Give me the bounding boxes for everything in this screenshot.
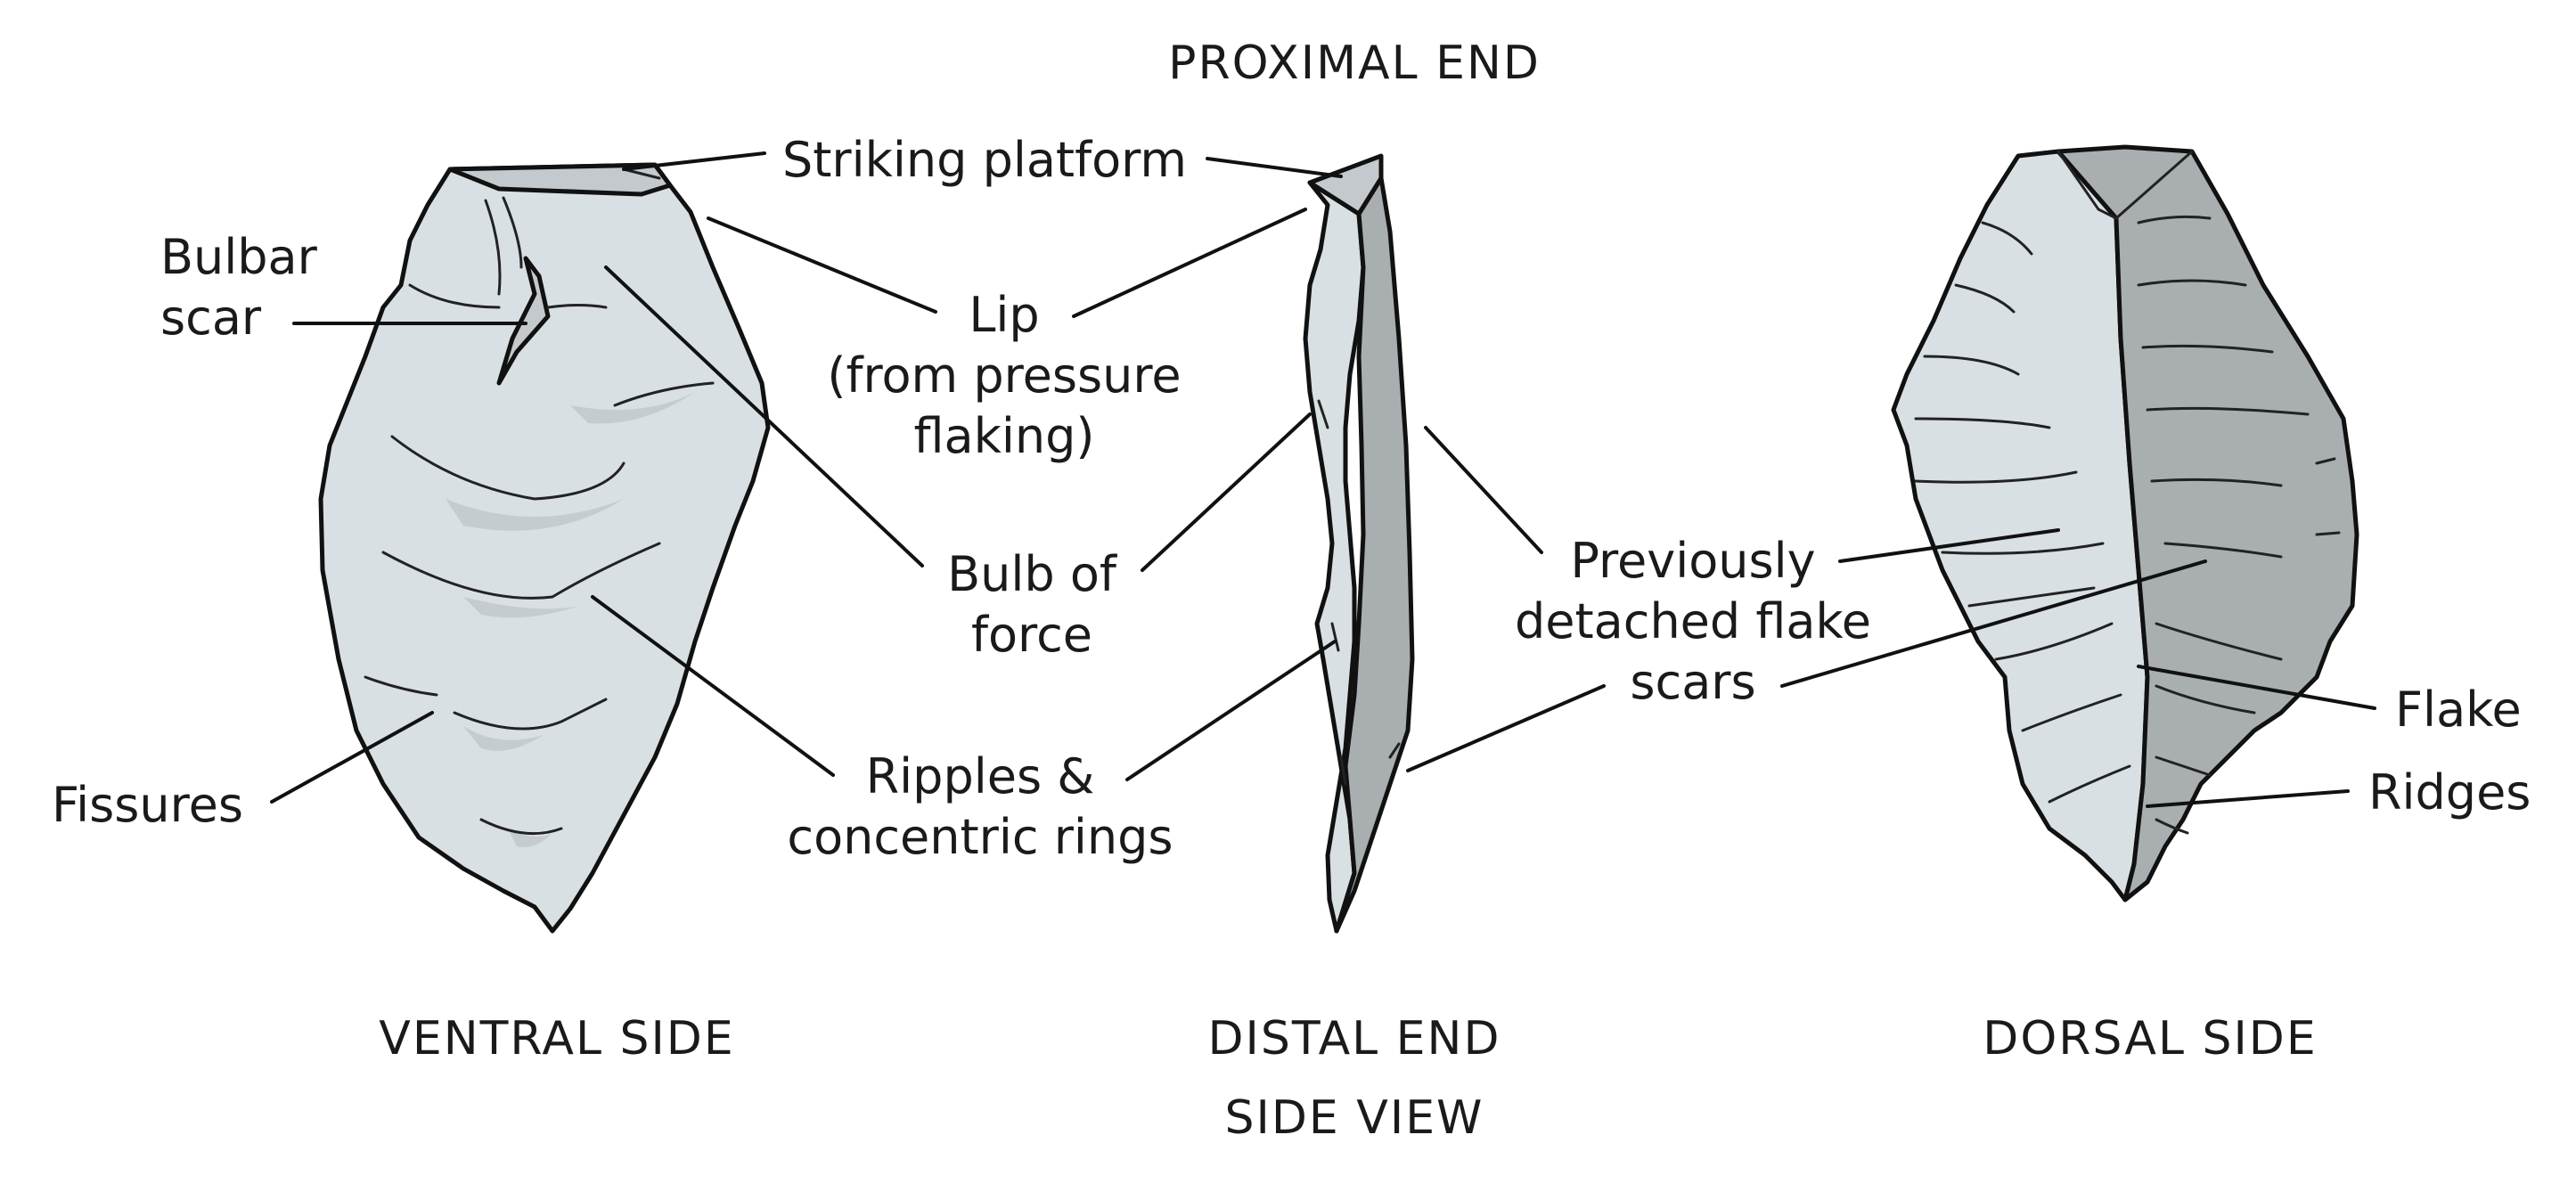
ripple-shade-1	[570, 392, 695, 424]
label-ripples-line1: Ripples &	[866, 748, 1095, 804]
dorsal-dark-face	[2056, 144, 2359, 902]
ventral-side-flake	[318, 162, 771, 934]
side-view-flake	[1303, 153, 1415, 934]
dorsal-striation	[2155, 755, 2212, 777]
dorsal-striation	[1914, 417, 2051, 429]
side-view-dorsal-face	[1334, 176, 1415, 934]
label-previously-detached-line1: Previously	[1570, 533, 1815, 589]
dorsal-striation	[1967, 586, 2096, 608]
ripple-shade-4	[463, 726, 544, 751]
ventral-line	[390, 435, 626, 501]
side-line	[1317, 399, 1329, 429]
dorsal-light-face	[1891, 149, 2150, 902]
leader-previous-scar-side-bottom	[1406, 684, 1606, 772]
dorsal-striation	[1941, 542, 2105, 555]
leader-fissures	[270, 711, 434, 804]
label-ridges: Ridges	[2368, 764, 2531, 821]
leader-lip-ventral	[707, 216, 937, 314]
dorsal-striation	[2315, 531, 2341, 536]
dorsal-striation	[2150, 478, 2283, 487]
ventral-line	[502, 196, 523, 269]
leader-striking-platform-side	[1206, 157, 1343, 178]
label-lip-line2: (from pressure	[827, 347, 1181, 404]
label-fissures: Fissures	[52, 777, 243, 833]
dorsal-striation	[1914, 470, 2078, 484]
label-lip-line1: Lip	[969, 287, 1039, 343]
dorsal-striation	[2155, 622, 2283, 661]
caption-dorsal-side: DORSAL SIDE	[1983, 1012, 2317, 1065]
ventral-line	[381, 542, 661, 600]
leader-striking-platform-ventral	[622, 151, 766, 171]
dorsal-striation	[2137, 215, 2212, 225]
side-line	[1330, 622, 1340, 652]
dorsal-striation	[2146, 406, 2310, 416]
side-line	[1388, 742, 1401, 759]
labels: Striking platform Bulbar scar Lip (from …	[52, 132, 2531, 865]
label-bulb-of-force-line2: force	[971, 607, 1092, 663]
ventral-flake-body	[318, 162, 771, 934]
dorsal-striation	[2155, 684, 2256, 714]
label-bulbar-scar-line1: Bulbar	[160, 229, 318, 285]
leader-lines	[270, 151, 2376, 808]
dorsal-ridge	[2114, 150, 2194, 220]
dorsal-striation	[1954, 283, 2016, 314]
dorsal-striation	[2141, 344, 2274, 354]
leader-ridges	[2146, 789, 2350, 808]
dorsal-striation	[1981, 221, 2033, 256]
leader-bulb-ventral	[604, 265, 924, 567]
dorsal-ridge	[2057, 150, 2118, 220]
label-previously-detached-line2: detached flake	[1515, 593, 1871, 649]
dorsal-striation	[1994, 622, 2114, 661]
label-striking-platform: Striking platform	[782, 132, 1187, 188]
ventral-line	[453, 698, 608, 731]
leader-ripples-side	[1125, 640, 1337, 781]
caption-ventral-side: VENTRAL SIDE	[379, 1012, 734, 1065]
leader-previous-scar-dorsal-bottom	[1780, 559, 2207, 688]
dorsal-side-flake	[1891, 144, 2359, 902]
label-bulb-of-force-line1: Bulb of	[947, 546, 1118, 602]
dorsal-striation	[2021, 693, 2122, 732]
label-ripples-line2: concentric rings	[787, 809, 1173, 865]
ventral-line	[364, 675, 438, 697]
leader-flake	[2137, 665, 2376, 710]
ripple-shade-5	[508, 829, 552, 847]
dorsal-striation	[1923, 355, 2020, 376]
ventral-line	[613, 381, 715, 407]
ventral-line	[408, 283, 501, 309]
leader-previous-scar-side-top	[1424, 426, 1543, 554]
ventral-line	[479, 818, 563, 836]
ventral-striking-platform	[447, 162, 673, 197]
platform-edge	[622, 167, 661, 180]
dorsal-striation	[2155, 818, 2189, 835]
leader-bulb-side	[1141, 412, 1312, 572]
side-line	[1339, 755, 1347, 786]
leader-previous-scar-dorsal-top	[1838, 528, 2060, 563]
label-flake: Flake	[2395, 682, 2522, 738]
dorsal-striation	[2048, 764, 2131, 804]
label-previously-detached-line3: scars	[1630, 654, 1755, 710]
caption-side-view: SIDE VIEW	[1225, 1091, 1484, 1145]
caption-distal-end: DISTAL END	[1208, 1012, 1501, 1065]
label-lip-line3: flaking)	[914, 408, 1095, 464]
side-view-platform	[1307, 153, 1384, 216]
caption-proximal-end: PROXIMAL END	[1168, 37, 1541, 90]
dorsal-striation	[2163, 542, 2283, 559]
label-bulbar-scar-line2: scar	[160, 290, 262, 346]
leader-ripples-ventral	[591, 595, 835, 777]
ripple-shade-2	[446, 499, 624, 531]
dorsal-striation	[2315, 457, 2336, 465]
bulbar-scar-shape	[496, 256, 551, 386]
leader-lip-side	[1072, 208, 1307, 318]
captions: PROXIMAL END VENTRAL SIDE DISTAL END SID…	[379, 37, 2317, 1145]
ripple-shade-3	[463, 597, 579, 618]
dorsal-striation	[2137, 279, 2247, 287]
ventral-line	[484, 199, 502, 296]
ventral-line	[546, 304, 608, 309]
